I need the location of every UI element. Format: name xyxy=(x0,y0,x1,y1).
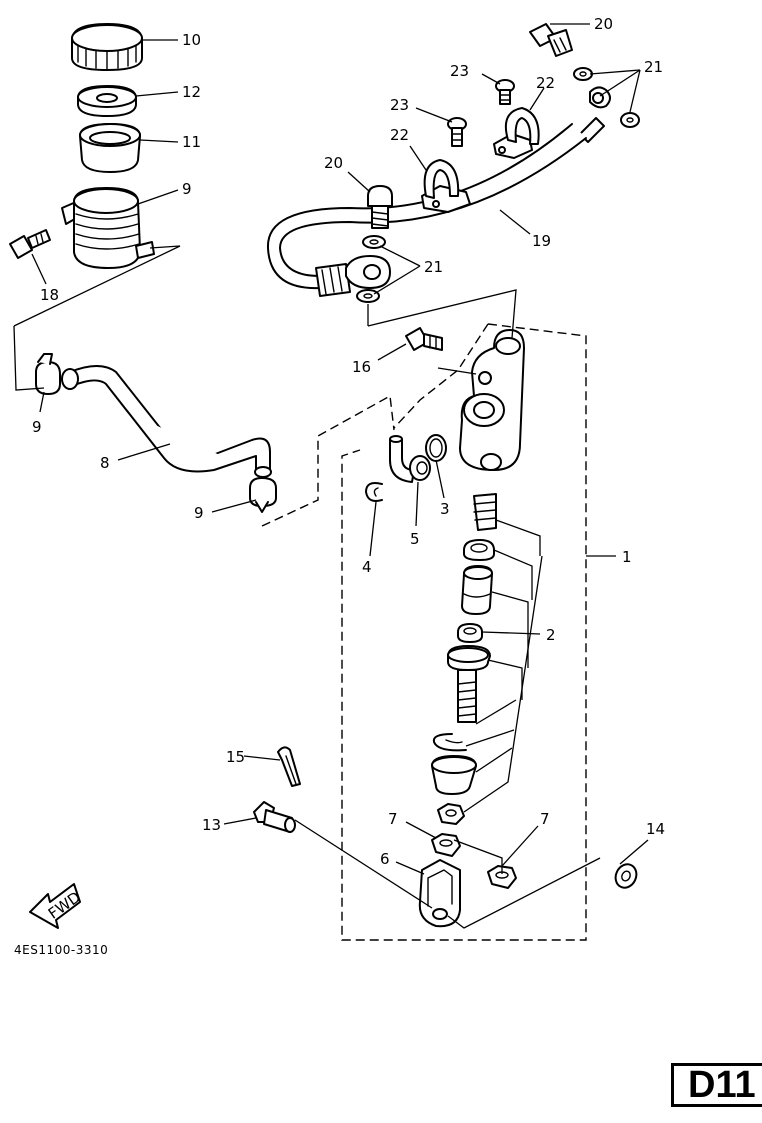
circlip-lower xyxy=(432,733,467,752)
callout-23-upper: 23 xyxy=(450,62,469,80)
boot xyxy=(431,755,477,795)
clevis xyxy=(418,859,461,928)
hose-holder-right xyxy=(493,107,540,159)
callout-2: 2 xyxy=(546,626,556,644)
drawing-code: 4ES1100-3310 xyxy=(14,943,108,957)
callout-10: 9 xyxy=(182,180,192,198)
hose-clamp-upper xyxy=(35,353,61,395)
callout-19: 19 xyxy=(532,232,551,250)
callout-11: 10 xyxy=(182,31,201,49)
callout-labels: 10 12 11 9 18 9 8 9 20 23 22 21 23 22 20… xyxy=(32,15,665,868)
callout-5: 5 xyxy=(410,530,420,548)
hose-holder-left xyxy=(421,159,471,213)
nut-center xyxy=(431,833,461,857)
callout-16: 15 xyxy=(226,748,245,766)
piston-cup-lower xyxy=(457,623,483,643)
clevis-pin xyxy=(253,801,296,833)
hose-joint xyxy=(389,435,431,483)
reservoir-diaphragm xyxy=(79,123,141,173)
piston xyxy=(461,565,493,615)
callout-14: 13 xyxy=(202,816,221,834)
callout-4: 4 xyxy=(362,558,372,576)
callout-12: 11 xyxy=(182,133,201,151)
callout-7-right: 7 xyxy=(540,810,550,828)
callout-20-upper: 20 xyxy=(594,15,613,33)
callout-18: 18 xyxy=(40,286,59,304)
body-bolt xyxy=(405,327,443,351)
page-id-box: D11 xyxy=(671,1063,762,1107)
callout-leaders xyxy=(31,23,649,875)
callout-17: 16 xyxy=(352,358,371,376)
callout-1: 1 xyxy=(622,548,632,566)
page-id: D11 xyxy=(688,1064,756,1106)
locknut-upper xyxy=(437,803,465,825)
assembly-lines xyxy=(13,245,601,941)
kit-bracket xyxy=(463,519,543,813)
union-bolt-lower xyxy=(367,185,393,229)
reservoir-tank xyxy=(61,187,155,269)
holder-screws xyxy=(447,79,515,147)
callout-22-upper: 22 xyxy=(536,74,555,92)
diaphragm-plate xyxy=(77,85,137,117)
callout-13: 12 xyxy=(182,83,201,101)
push-rod xyxy=(447,645,491,723)
hose-clamp-lower xyxy=(249,477,277,513)
fwd-arrow: FWD xyxy=(29,883,84,929)
callout-21-upper: 21 xyxy=(644,58,663,76)
washer xyxy=(614,863,638,889)
callout-22-lower: 22 xyxy=(390,126,409,144)
circlip-upper xyxy=(365,482,383,502)
spring xyxy=(473,493,497,531)
cotter-pin xyxy=(277,746,301,787)
o-ring xyxy=(425,434,447,462)
union-bolt-upper xyxy=(529,23,573,57)
callout-9-upper: 9 xyxy=(32,418,42,436)
master-cylinder-body xyxy=(459,329,525,471)
callout-3: 3 xyxy=(440,500,450,518)
callout-21-lower: 21 xyxy=(424,258,443,276)
callout-9-lower: 9 xyxy=(194,504,204,522)
callout-20-lower: 20 xyxy=(324,154,343,172)
copper-washers xyxy=(356,67,640,303)
callout-15: 14 xyxy=(646,820,665,838)
piston-cup-upper xyxy=(463,539,495,561)
callout-6: 6 xyxy=(380,850,390,868)
tank-bolt xyxy=(9,229,51,259)
callout-23-lower: 23 xyxy=(390,96,409,114)
reservoir-hose xyxy=(61,365,272,478)
callout-8: 8 xyxy=(100,454,110,472)
callout-7-left: 7 xyxy=(388,810,398,828)
reservoir-cap xyxy=(71,23,143,71)
